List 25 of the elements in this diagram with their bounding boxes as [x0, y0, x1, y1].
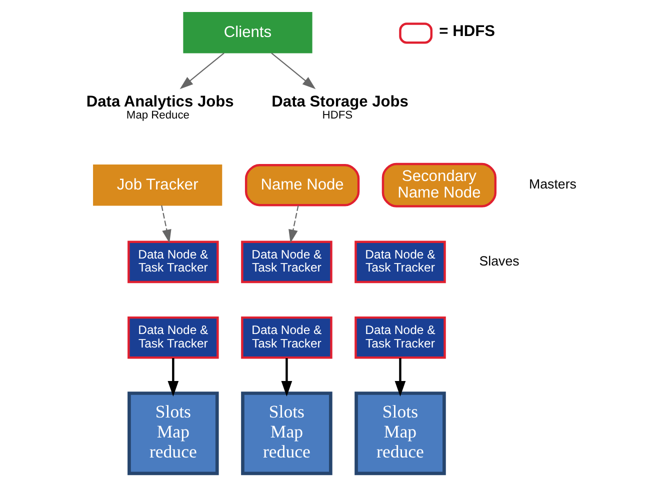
- node-box: Secondary Name Node: [381, 162, 496, 208]
- node-box: Data Node & Task Tracker: [127, 316, 218, 359]
- node-box: Slots Map reduce: [240, 392, 332, 476]
- node-box: Slots Map reduce: [354, 392, 446, 476]
- node-box: Job Tracker: [92, 164, 222, 206]
- node-box: Data Node & Task Tracker: [240, 240, 332, 284]
- arrow: [167, 358, 178, 397]
- node-box: Clients: [182, 12, 312, 54]
- arrow: [179, 52, 224, 90]
- arrow: [280, 358, 292, 397]
- node-box: Slots Map reduce: [127, 392, 218, 476]
- node-text: Data Analytics Jobs Map Reduce: [86, 93, 234, 122]
- arrow: [270, 52, 316, 90]
- node-box: Data Node & Task Tracker: [240, 316, 332, 359]
- node-box: Data Node & Task Tracker: [354, 240, 446, 284]
- arrow: [394, 358, 406, 397]
- node-text: Data Storage Jobs HDFS: [271, 93, 408, 122]
- arrow: [288, 205, 298, 244]
- legend-label: = HDFS: [438, 23, 495, 40]
- label: Slaves: [478, 253, 519, 268]
- arrow: [160, 205, 171, 244]
- node-box: Data Node & Task Tracker: [127, 240, 218, 284]
- node-box: Data Node & Task Tracker: [354, 316, 446, 359]
- node-box: Name Node: [244, 164, 360, 206]
- label: Masters: [528, 176, 576, 192]
